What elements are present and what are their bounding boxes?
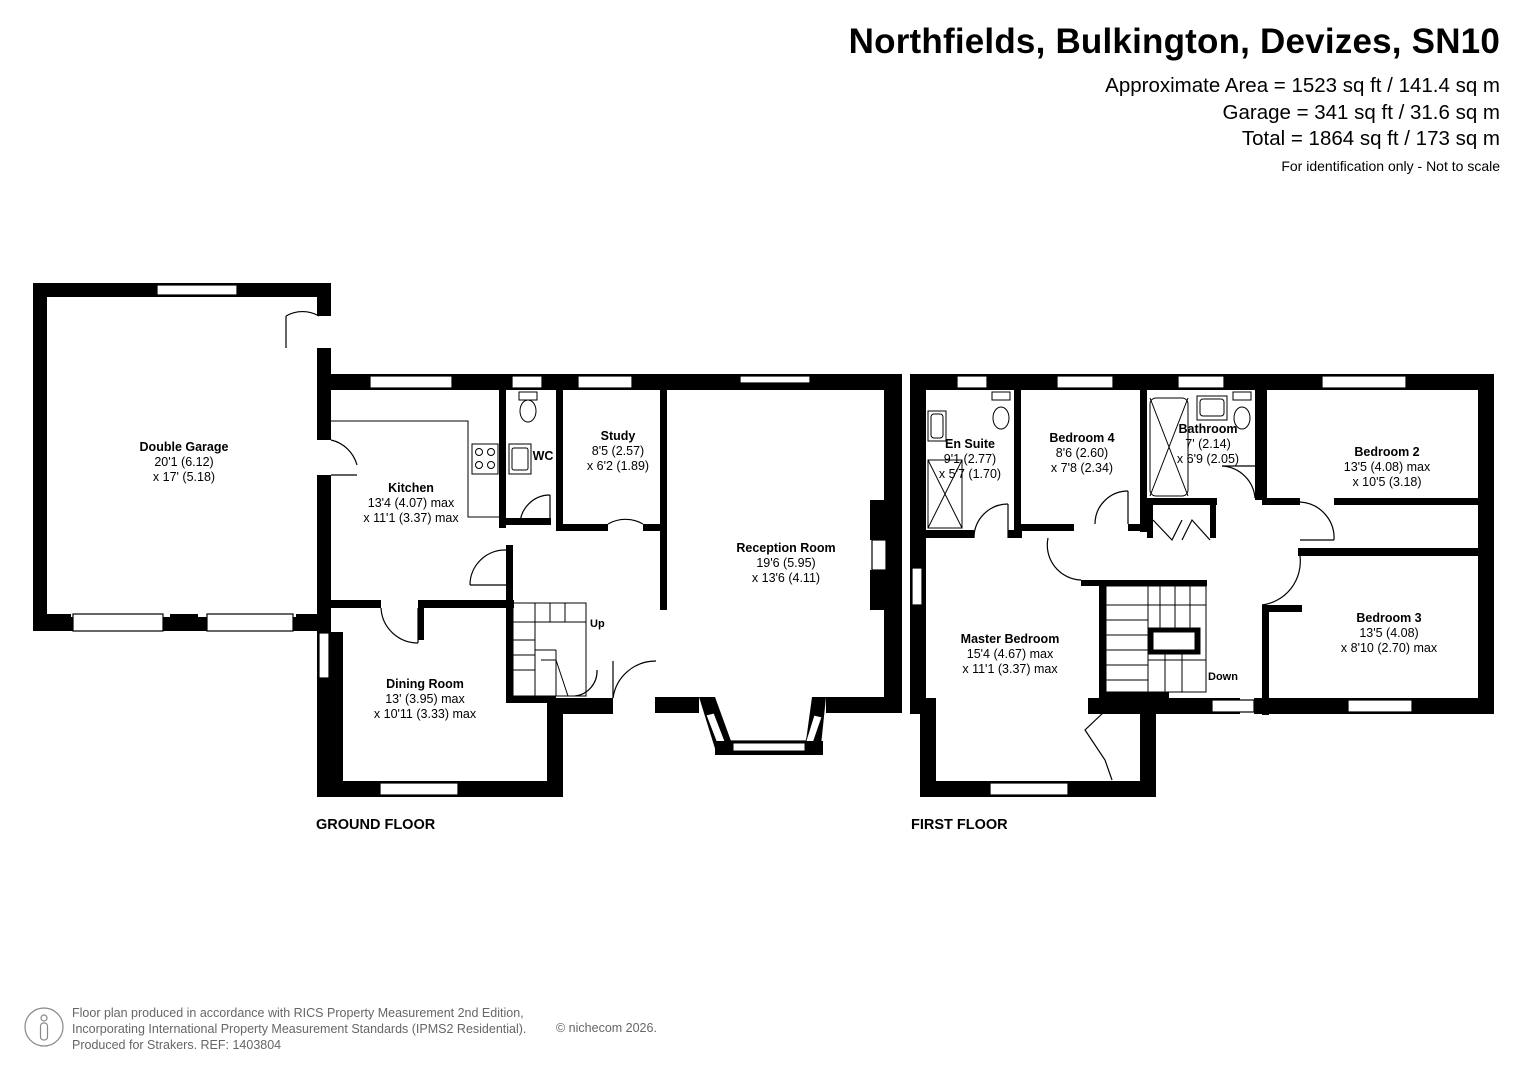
room-dim: x 10'5 (3.18) [1352,475,1421,489]
first-floor-stairs [1105,585,1207,693]
room-dim: x 7'8 (2.34) [1051,461,1113,475]
room-dim: 15'4 (4.67) max [967,647,1054,661]
room-bedroom-2: Bedroom 2 13'5 (4.08) max x 10'5 (3.18) [1344,445,1431,489]
first-floor-label: FIRST FLOOR [911,817,1008,833]
room-dining: Dining Room 13' (3.95) max x 10'11 (3.33… [374,677,477,721]
room-dim: 20'1 (6.12) [154,455,213,469]
room-dim: x 17' (5.18) [153,470,215,484]
garage-door-posts [47,614,318,631]
room-dim: 13'5 (4.08) [1359,626,1418,640]
copyright: © nichecom 2026. [556,1021,657,1035]
room-dim: x 13'6 (4.11) [752,571,820,585]
room-dim: 7' (2.14) [1185,437,1230,451]
reception-bay-window [699,697,826,755]
footer-line: Floor plan produced in accordance with R… [72,1006,524,1020]
ground-stairs [512,602,587,697]
room-name: Bedroom 3 [1356,611,1421,625]
room-kitchen: Kitchen 13'4 (4.07) max x 11'1 (3.37) ma… [363,481,459,525]
room-dim: 8'5 (2.57) [592,444,644,458]
first-floor-windows [911,375,1413,796]
room-dim: x 11'1 (3.37) max [962,662,1058,676]
ground-floor-label: GROUND FLOOR [316,817,436,833]
room-name: WC [533,449,554,463]
total-area: Total = 1864 sq ft / 173 sq m [1241,127,1500,150]
room-dim: x 11'1 (3.37) max [363,511,459,525]
stairs-up-label: Up [590,618,605,630]
room-study: Study 8'5 (2.57) x 6'2 (1.89) [587,429,649,473]
room-bedroom-4: Bedroom 4 8'6 (2.60) x 7'8 (2.34) [1049,431,1114,475]
en-suite-fixtures [927,391,1011,529]
garage-area: Garage = 341 sq ft / 31.6 sq m [1222,101,1500,124]
room-name: Bathroom [1178,422,1237,436]
stairs-down-label: Down [1208,671,1238,683]
room-dim: 19'6 (5.95) [756,556,815,570]
room-dim: 13'5 (4.08) max [1344,460,1431,474]
room-name: Reception Room [736,541,835,555]
room-name: Bedroom 2 [1354,445,1419,459]
room-double-garage: Double Garage 20'1 (6.12) x 17' (5.18) [140,440,229,484]
room-dim: 13'4 (4.07) max [368,496,455,510]
room-wc: WC [533,449,554,463]
room-dim: x 8'10 (2.70) max [1341,641,1438,655]
room-bathroom: Bathroom 7' (2.14) x 6'9 (2.05) [1177,422,1239,466]
room-dim: x 5'7 (1.70) [939,467,1001,481]
kitchen-counter [331,420,532,518]
room-bedroom-3: Bedroom 3 13'5 (4.08) x 8'10 (2.70) max [1341,611,1438,655]
scale-note: For identification only - Not to scale [1281,158,1500,174]
room-dim: x 6'9 (2.05) [1177,452,1239,466]
room-dim: 13' (3.95) max [385,692,465,706]
room-name: Kitchen [388,481,434,495]
person-icon [24,1007,64,1047]
room-name: Bedroom 4 [1049,431,1114,445]
room-dim: 8'6 (2.60) [1056,446,1108,460]
room-en-suite: En Suite 9'1 (2.77) x 5'7 (1.70) [939,437,1001,481]
plan-title: Northfields, Bulkington, Devizes, SN10 [848,22,1500,61]
room-name: Study [601,429,636,443]
ground-floor-windows [72,284,887,796]
room-reception: Reception Room 19'6 (5.95) x 13'6 (4.11) [736,541,835,585]
room-name: Double Garage [140,440,229,454]
room-name: En Suite [945,437,995,451]
ground-floor-doors [285,310,657,699]
room-name: Master Bedroom [961,632,1060,646]
room-dim: x 10'11 (3.33) max [374,707,477,721]
footer-line: Produced for Strakers. REF: 1403804 [72,1038,282,1052]
room-name: Dining Room [386,677,464,691]
room-dim: x 6'2 (1.89) [587,459,649,473]
room-dim: 9'1 (2.77) [944,452,996,466]
wc-toilet-icon [518,391,538,423]
bathroom-fixtures [1149,391,1252,497]
first-floor-doors [973,465,1335,781]
footer-line: Incorporating International Property Mea… [72,1022,527,1036]
approximate-area: Approximate Area = 1523 sq ft / 141.4 sq… [1105,74,1500,97]
footer-text: Floor plan produced in accordance with R… [72,1005,526,1053]
room-master-bedroom: Master Bedroom 15'4 (4.67) max x 11'1 (3… [961,632,1060,676]
